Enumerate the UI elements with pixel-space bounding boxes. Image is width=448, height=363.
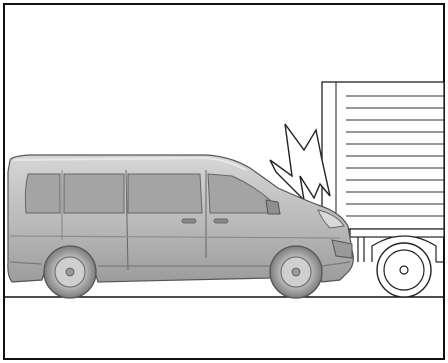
van-side-window-1 [64, 174, 124, 213]
van-door-handle [182, 219, 196, 223]
van-mirror [266, 200, 280, 214]
truck-wheel [377, 243, 431, 297]
van-rear-window [25, 174, 60, 213]
truck-chassis [350, 229, 444, 237]
van-side-window-2 [128, 174, 202, 213]
van-rear-wheel [44, 246, 96, 298]
van-door-handle [214, 219, 228, 223]
van-front-wheel [270, 246, 322, 298]
